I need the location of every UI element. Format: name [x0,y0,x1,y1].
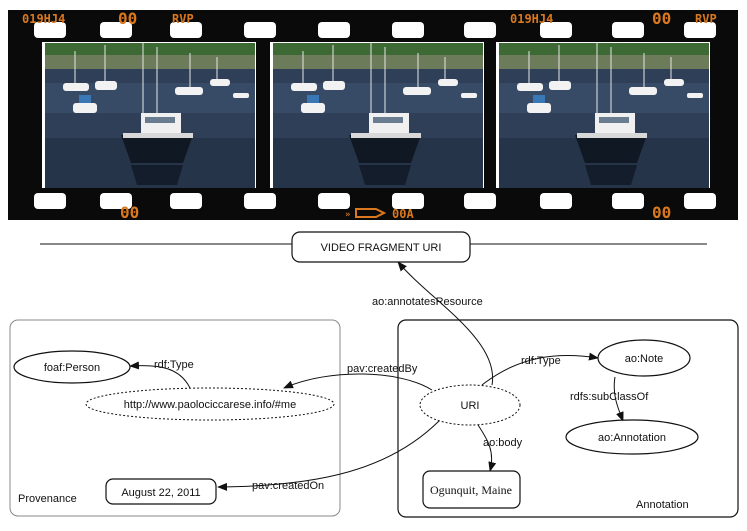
paolo-uri-node[interactable]: http://www.paolociccarese.info/#me [85,387,335,421]
foaf-person-node[interactable]: foaf:Person [13,350,131,384]
edge-subclass-of [613,376,624,422]
film-frame-1 [42,42,256,189]
edge-subclass-of-label: rdfs:subClassOf [570,391,649,403]
paolo-uri-label: http://www.paolociccarese.info/#me [124,399,296,411]
edge-bottom-number-left: 00 [120,203,139,222]
edge-bottom-arrow-mark: » [345,208,387,220]
bottom-sprocket-hole [100,193,132,209]
bottom-sprocket-hole [684,193,716,209]
edge-annotates-resource-label: ao:annotatesResource [372,296,483,308]
date-node[interactable]: August 22, 2011 [105,478,217,505]
bottom-sprocket-hole [540,193,572,209]
edge-created-by-label: pav:createdBy [347,363,418,375]
edge-ao-body [477,424,497,472]
uri-node[interactable]: URI [419,384,521,426]
top-sprocket-hole [170,22,202,38]
ao-note-node[interactable]: ao:Note [597,339,691,377]
harbor-photo-3 [498,42,710,189]
edge-number-left: 00 [118,9,137,28]
film-strip: 019HJ4 00 RVP 019HJ4 00 RVP 00 » 00A 00 [8,9,738,222]
edge-rdf-type-note-label: rdf:Type [521,355,561,367]
date-label: August 22, 2011 [121,487,200,499]
top-sprocket-hole [540,22,572,38]
ao-annotation-node[interactable]: ao:Annotation [565,419,699,455]
video-fragment-label: VIDEO FRAGMENT URI [321,242,442,254]
edge-suffix-left: RVP [172,12,194,26]
top-sprocket-hole [318,22,350,38]
film-frame-3 [496,42,710,189]
edge-created-on-label: pav:createdOn [252,480,324,492]
top-sprocket-hole [684,22,716,38]
foaf-person-label: foaf:Person [44,362,100,374]
bottom-sprocket-hole [244,193,276,209]
edge-rdf-type-person [129,361,191,389]
edge-ao-body-label: ao:body [483,437,523,449]
harbor-photo-1 [44,42,256,189]
bottom-sprocket-hole [318,193,350,209]
top-sprocket-hole [392,22,424,38]
edge-number-right: 00 [652,9,671,28]
bottom-sprocket-hole [170,193,202,209]
top-sprocket-hole [244,22,276,38]
video-fragment-node[interactable]: VIDEO FRAGMENT URI [291,231,471,263]
annotation-label: Annotation [636,499,689,511]
bottom-sprocket-holes [34,193,716,209]
edge-code-right: 019HJ4 [510,12,553,26]
edge-created-by [283,373,433,391]
edge-suffix-right: RVP [695,12,717,26]
body-text-node[interactable]: Ogunquit, Maine [422,470,521,509]
bottom-sprocket-hole [392,193,424,209]
edge-bottom-code: 00A [392,207,414,221]
bottom-sprocket-hole [612,193,644,209]
ao-annotation-label: ao:Annotation [598,432,666,444]
edge-bottom-number-right: 00 [652,203,671,222]
uri-label: URI [461,400,480,412]
top-sprocket-hole [612,22,644,38]
body-text-label: Ogunquit, Maine [430,483,512,497]
top-sprocket-hole [34,22,66,38]
edge-annotates-resource [397,261,494,386]
top-sprocket-hole [100,22,132,38]
edge-rdf-type-note [481,352,599,386]
edge-rdf-type-person-label: rdf:Type [154,359,194,371]
ao-note-label: ao:Note [625,353,664,365]
edge-created-on [217,419,441,491]
bottom-sprocket-hole [464,193,496,209]
top-sprocket-hole [464,22,496,38]
top-sprocket-holes [34,22,716,38]
film-frame-2 [270,42,484,189]
provenance-label: Provenance [18,493,77,505]
harbor-photo-2 [272,42,484,189]
svg-text:»: » [345,210,350,220]
edge-code-left: 019HJ4 [22,12,65,26]
bottom-sprocket-hole [34,193,66,209]
